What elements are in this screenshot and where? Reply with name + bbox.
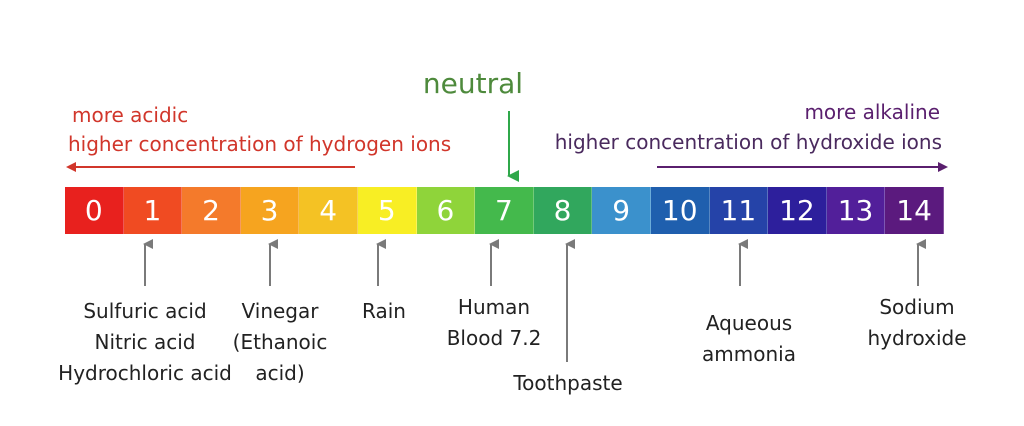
example-line: (Ethanoic (232, 330, 328, 354)
example-rain: Rain (362, 296, 406, 327)
ph-cell-11: 11 (709, 187, 769, 234)
example-line: Toothpaste (513, 371, 623, 395)
ph-cell-1: 1 (123, 187, 183, 234)
example-line: ammonia (702, 342, 796, 366)
example-line: hydroxide (867, 326, 967, 350)
example-line: Nitric acid (94, 330, 196, 354)
ph-cell-6: 6 (416, 187, 476, 234)
acidic-heading: more acidic (72, 103, 189, 127)
ph-cell-0: 0 (65, 187, 124, 234)
example-line: Aqueous (705, 311, 793, 335)
example-toothpaste: Toothpaste (513, 368, 622, 399)
ph-cell-2: 2 (182, 187, 241, 234)
ph-cell-5: 5 (357, 187, 417, 234)
acidic-description: higher concentration of hydrogen ions (68, 132, 452, 156)
ph-cell-12: 12 (768, 187, 827, 234)
ph-cell-14: 14 (885, 187, 944, 234)
example-sodium-hydroxide: Sodium hydroxide (867, 292, 966, 354)
example-vinegar: Vinegar (Ethanoic acid) (233, 296, 328, 389)
ph-cell-3: 3 (240, 187, 300, 234)
example-line: Vinegar (241, 299, 319, 323)
ph-cell-10: 10 (650, 187, 710, 234)
ph-cell-4: 4 (299, 187, 358, 234)
example-line: Human (457, 295, 531, 319)
example-line: Rain (362, 299, 406, 323)
example-line: acid) (255, 361, 305, 385)
example-line: Sulfuric acid (83, 299, 207, 323)
alkaline-heading: more alkaline (804, 100, 940, 124)
example-aqueous-ammonia: Aqueous ammonia (702, 308, 796, 370)
example-line: Blood 7.2 (446, 326, 542, 350)
ph-cell-8: 8 (533, 187, 593, 234)
ph-cell-13: 13 (826, 187, 886, 234)
ph-cell-7: 7 (475, 187, 534, 234)
example-line: Hydrochloric acid (58, 361, 232, 385)
example-human-blood: Human Blood 7.2 (447, 292, 542, 354)
ph-cell-9: 9 (592, 187, 651, 234)
alkaline-description: higher concentration of hydroxide ions (554, 130, 942, 154)
neutral-label: neutral (422, 67, 524, 100)
example-line: Sodium (879, 295, 955, 319)
example-strong-acids: Sulfuric acid Nitric acid Hydrochloric a… (58, 296, 232, 389)
